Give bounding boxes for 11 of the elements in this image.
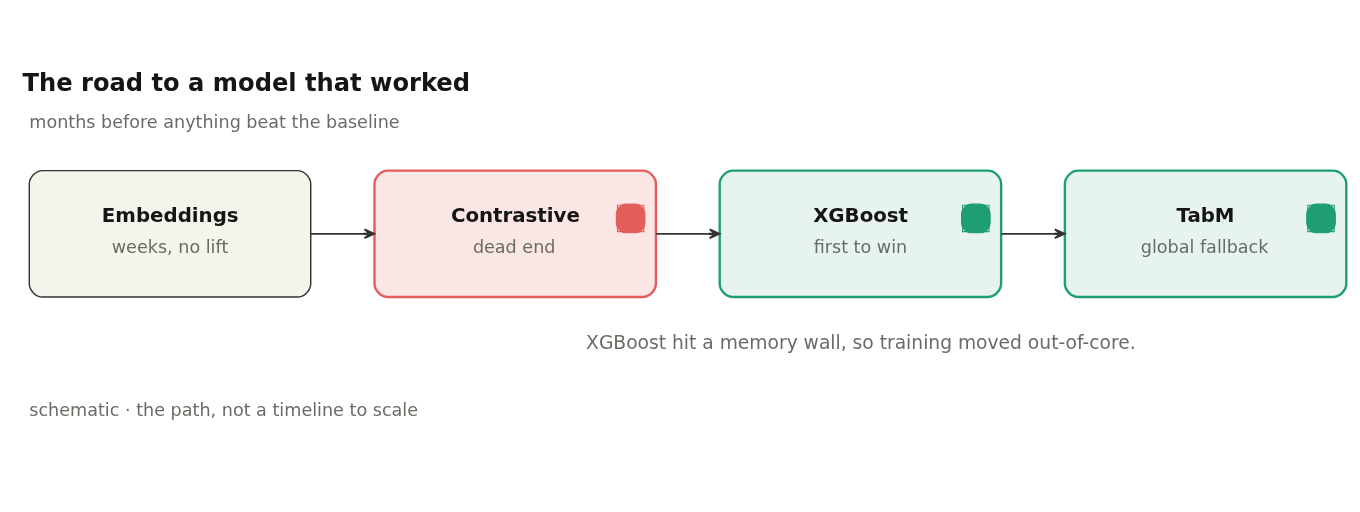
label: schematic · the path, not a timeline to scale [29,399,419,420]
node-box: Embeddings weeks, no lift [28,169,312,298]
label: XGBoost hit a memory wall, so training moved out-of-core. [586,331,1136,353]
arrow [310,228,376,240]
node-box: XGBoost first to win [718,169,1003,299]
diagram-title: The road to a model that worked [22,69,471,98]
arrow [655,228,721,240]
node-box: Contrastive dead end [373,169,658,299]
label: months before anything beat the baseline [29,111,400,132]
arrow [1000,228,1066,240]
node-box: TabM global fallback [1063,169,1348,299]
